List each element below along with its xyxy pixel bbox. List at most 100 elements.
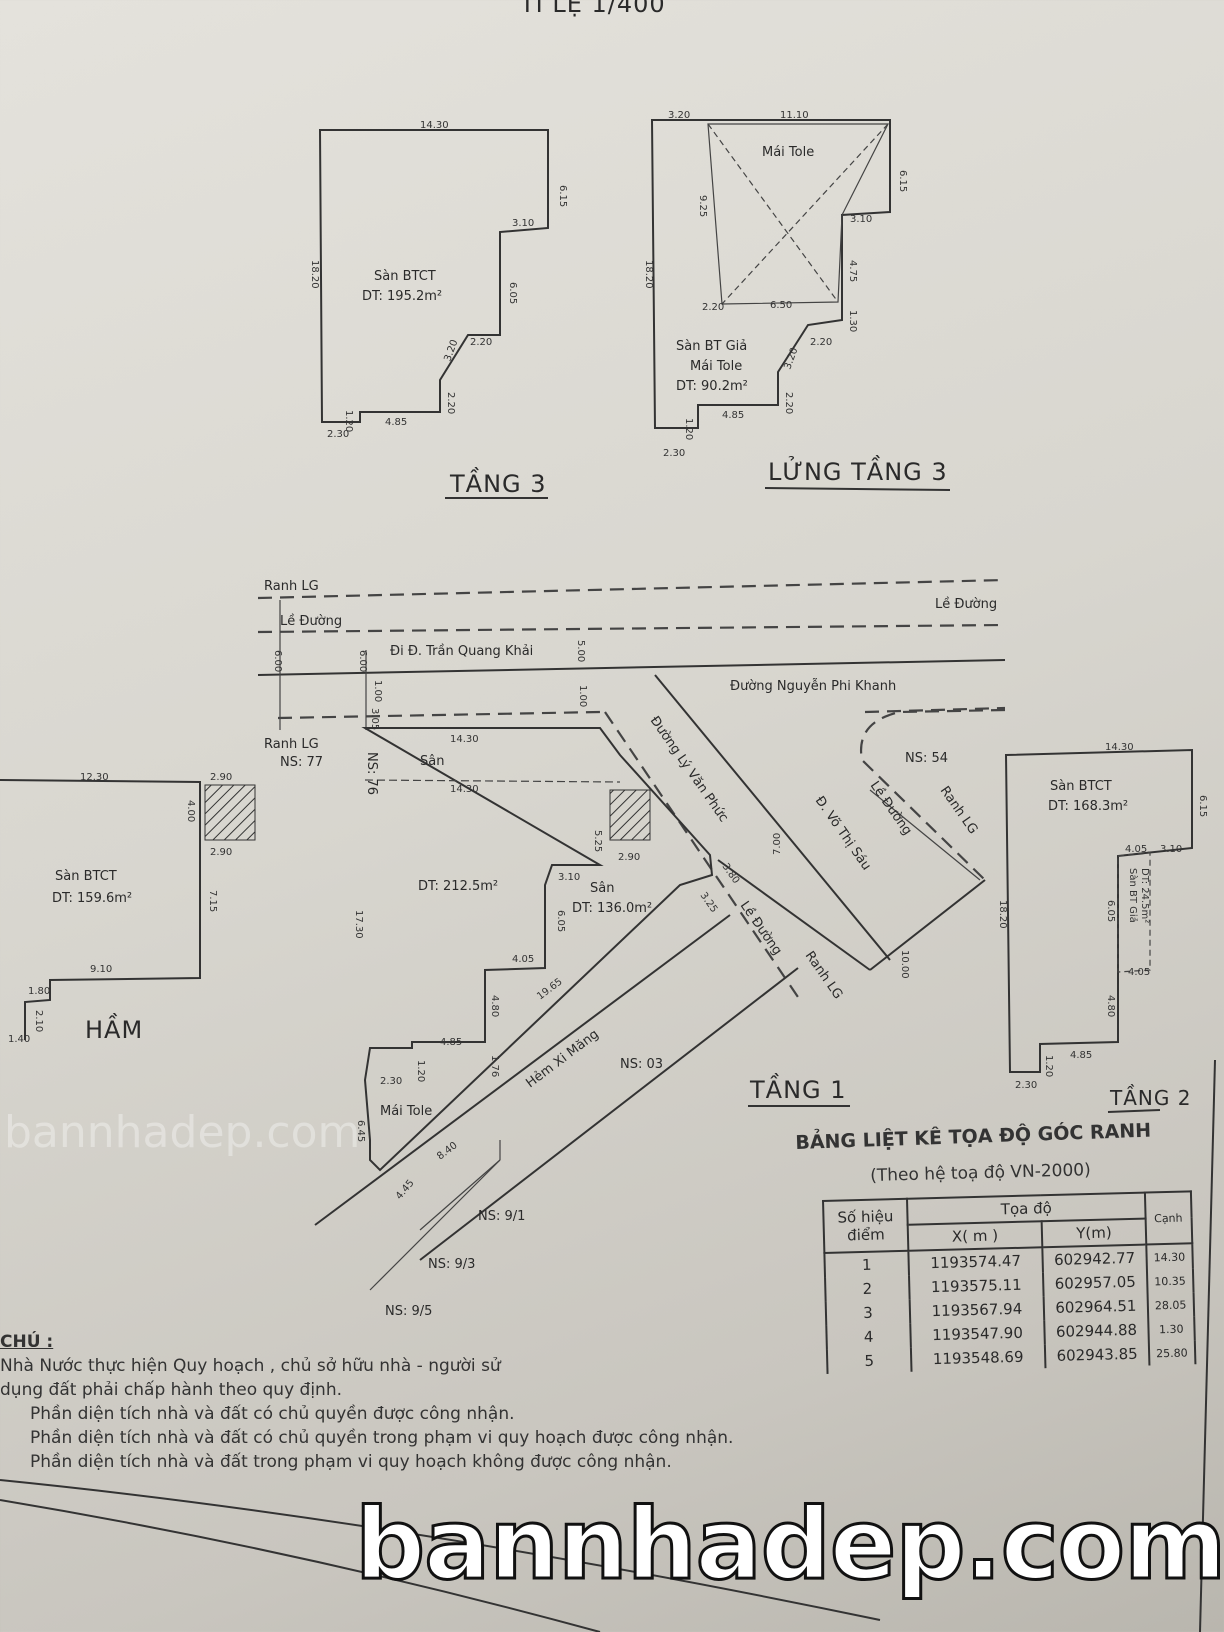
dimension-label: 1.20 [683,418,694,440]
dimension-label: NS: 77 [280,755,323,770]
ham-label: HẦM [85,1012,143,1044]
dimension-label: 1.00 [577,685,588,707]
mezz3-title: LỬNG TẦNG 3 [768,454,948,486]
dimension-label: DT: 90.2m² [676,379,748,394]
text-label: 602943.85 [1044,1341,1150,1369]
dimension-label: 2.20 [445,392,456,414]
dimension-label: Đi Đ. Trần Quang Khải [390,644,533,659]
header-x: X( m ) [907,1221,1043,1251]
dimension-label: Lề Đường [935,597,997,612]
dimension-label: 12.30 [80,772,109,783]
notes-heading: CHÚ : [0,1332,54,1352]
floor3-plan: 14.30 6.15 3.10 18.20 6.05 2.20 3.20 2.2… [309,120,568,499]
text-label: 1.30 [1148,1316,1195,1342]
dimension-label: 3.10 [1160,844,1182,855]
dimension-label: 2.30 [1015,1080,1037,1091]
floor2-title: TẦNG 2 [1109,1085,1191,1110]
dimension-label: 14.30 [420,120,449,131]
dimension-label: 8.40 [435,1140,459,1162]
dimension-label: 7.15 [207,890,218,912]
dimension-label: 3.25 [698,890,720,915]
text-label: 602942.77 [1042,1244,1147,1273]
text-label: 28.05 [1147,1292,1194,1318]
dimension-label: 17.30 [353,910,364,939]
dimension-label: 4.45 [394,1178,417,1202]
notes-item: Phần diện tích nhà và đất có chủ quyền t… [30,1428,734,1448]
text-label: 1193567.94 [909,1296,1045,1324]
dimension-label: 3.10 [850,214,872,225]
text-label: 5 [826,1347,912,1374]
floor2-plan: 14.30 6.15 4.05 3.10 18.20 6.05 4.05 4.8… [997,742,1208,1113]
dimension-label: Hẻm Xi Măng [523,1027,601,1091]
floor3-label: Sàn BTCT [374,269,436,284]
notes: CHÚ : Nhà Nước thực hiện Quy hoạch , chủ… [0,1330,733,1474]
dimension-label: Sân [420,754,444,769]
dimension-label: Mái Tole [690,359,742,374]
dimension-label: 2.20 [702,302,724,313]
dimension-label: 4.85 [385,417,407,428]
text-label: 1193575.11 [909,1272,1044,1300]
scale-title: TỈ LỆ 1/400 [519,0,666,18]
text-label: 602957.05 [1042,1269,1148,1297]
dimension-label: NS: 9/3 [428,1257,475,1272]
floor1-title: TẦNG 1 [749,1072,847,1104]
dimension-label: 4.05 [1128,967,1150,978]
dimension-label: 3.10 [512,218,534,229]
dimension-label: Ranh LG [264,737,319,752]
dimension-label: NS: 9/5 [385,1304,432,1319]
dimension-label: 5.00 [575,640,586,662]
text-label: 25.80 [1148,1340,1195,1366]
header-y: Y(m) [1041,1218,1147,1248]
text-label: 602944.88 [1044,1317,1149,1345]
dimension-label: 4.80 [489,995,500,1017]
dimension-label: 6.50 [770,300,792,311]
dimension-label: 1.30 [847,310,858,332]
dimension-label: 6.45 [355,1120,366,1142]
dimension-label: 4.80 [1105,995,1116,1017]
dimension-label: 18.20 [309,260,320,289]
dimension-label: Lề Đường [280,614,342,629]
text-label: 10.35 [1146,1268,1194,1294]
dimension-label: Đ. Võ Thị Sáu [812,794,874,874]
floor1-plan: 14.30 14.30 3.05 1.00 6.00 6.00 5.00 1.0… [204,640,948,1319]
dimension-label: NS: 54 [905,751,948,766]
dimension-label: 14.30 [450,784,479,795]
notes-line: dụng đất phải chấp hành theo quy định. [0,1380,343,1400]
dimension-label: 3.10 [558,872,580,883]
dimension-label: Ranh LG [802,949,846,1002]
text-label: 2 [825,1275,910,1302]
dimension-label: 2.20 [470,337,492,348]
dimension-label: 6.15 [897,170,908,192]
dimension-label: 3.20 [668,110,690,121]
dimension-label: 1.76 [489,1055,500,1077]
dimension-label: 14.30 [1105,742,1134,753]
text-label: 4 [826,1323,911,1350]
text-label: 3 [825,1299,911,1326]
dimension-label: 2.20 [783,392,794,414]
dimension-label: Lề Đường [867,779,915,839]
dimension-label: 6.05 [1105,900,1116,922]
dimension-label: 1.20 [415,1060,426,1082]
text-label: 14.30 [1146,1243,1193,1270]
dimension-label: 6.05 [507,282,518,304]
dimension-label: 6.15 [1197,795,1208,817]
dimension-label: 4.85 [722,410,744,421]
dimension-label: 2.20 [810,337,832,348]
dimension-label: 1.20 [1043,1055,1054,1077]
dimension-label: 14.30 [450,734,479,745]
dimension-label: NS: 76 [364,752,379,795]
dimension-label: 3.20 [782,346,800,371]
floor3-title: TẦNG 3 [449,466,547,498]
dimension-label: 9.10 [90,964,112,975]
notes-line: Nhà Nước thực hiện Quy hoạch , chủ sở hữ… [0,1356,501,1376]
dimension-label: 5.25 [592,830,603,852]
floor1-area: DT: 212.5m² [418,879,498,894]
dimension-label: 4.75 [847,260,858,282]
watermark-faint: bannhadep.com [4,1107,361,1158]
dimension-label: Lề Đường [737,899,785,959]
dimension-label: 4.05 [1125,844,1147,855]
dimension-label: 10.00 [899,950,910,979]
dimension-label: NS: 9/1 [478,1209,525,1224]
watermark: bannhadep.com [353,1488,1224,1602]
